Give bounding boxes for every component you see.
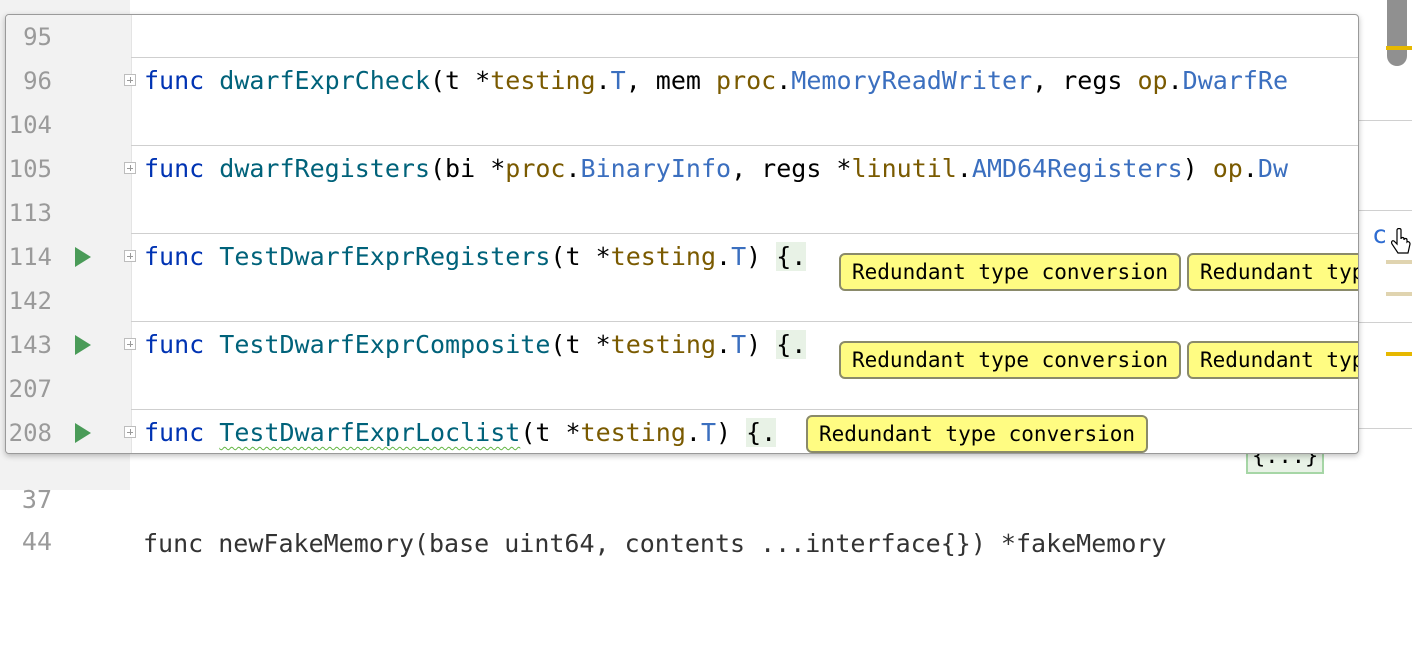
popup-row[interactable]: 95	[6, 15, 1358, 59]
line-number: 113	[8, 199, 52, 227]
row-divider	[131, 145, 1358, 146]
code-line[interactable]: func TestDwarfExprComposite(t *testing.T…	[144, 323, 807, 367]
inlay-hint[interactable]: Redundant typ	[1187, 253, 1358, 291]
popup-row[interactable]: 114 func TestDwarfExprRegisters(t *testi…	[6, 235, 1358, 291]
run-icon[interactable]	[75, 335, 91, 355]
fold-expand-icon[interactable]	[124, 250, 136, 262]
scrollbar-thumb[interactable]	[1387, 0, 1407, 66]
warning-marker[interactable]	[1386, 46, 1412, 50]
divider	[1358, 322, 1412, 323]
keyword: func	[144, 66, 205, 95]
run-icon[interactable]	[75, 247, 91, 267]
popup-row[interactable]: 105 func dwarfRegisters(bi *proc.BinaryI…	[6, 147, 1358, 191]
function-name[interactable]: TestDwarfExprLoclist	[219, 418, 521, 447]
function-name[interactable]: TestDwarfExprComposite	[219, 330, 551, 359]
popup-row[interactable]: 96 func dwarfExprCheck(t *testing.T, mem…	[6, 59, 1358, 103]
code-line[interactable]: func dwarfExprCheck(t *testing.T, mem pr…	[144, 59, 1288, 103]
warning-marker[interactable]	[1386, 292, 1412, 296]
warning-marker[interactable]	[1386, 352, 1412, 356]
fold-expand-icon[interactable]	[124, 74, 136, 86]
line-number: 44	[21, 527, 52, 556]
divider	[1358, 120, 1412, 121]
line-number: 143	[8, 331, 52, 359]
row-divider	[131, 321, 1358, 322]
code-line[interactable]: func TestDwarfExprRegisters(t *testing.T…	[144, 235, 807, 279]
popup-row[interactable]: 142	[6, 279, 1358, 323]
code-line[interactable]: func TestDwarfExprLoclist(t *testing.T) …	[144, 411, 777, 453]
warning-marker[interactable]	[1386, 260, 1412, 264]
function-params: (bi *proc.BinaryInfo, regs *linutil.AMD6…	[430, 154, 1289, 183]
line-number: 208	[8, 419, 52, 447]
popup-gutter	[6, 15, 132, 453]
fold-expand-icon[interactable]	[124, 426, 136, 438]
divider	[1358, 210, 1412, 211]
function-params: (t *testing.T, mem proc.MemoryReadWriter…	[430, 66, 1289, 95]
line-number: 96	[23, 67, 52, 95]
function-params: (t *testing.T) {.	[550, 242, 807, 271]
inlay-hint[interactable]: Redundant typ	[1187, 341, 1358, 379]
run-icon[interactable]	[75, 423, 91, 443]
popup-row[interactable]: 208 func TestDwarfExprLoclist(t *testing…	[6, 411, 1358, 453]
editor-line: 44	[0, 476, 1360, 556]
fold-expand-icon[interactable]	[124, 162, 136, 174]
line-number: 142	[8, 287, 52, 315]
keyword: func	[144, 154, 205, 183]
line-number: 207	[8, 375, 52, 403]
divider	[1358, 428, 1412, 429]
function-name[interactable]: TestDwarfExprRegisters	[219, 242, 551, 271]
function-name[interactable]: dwarfExprCheck	[219, 66, 430, 95]
keyword: func	[144, 330, 205, 359]
line-number: 105	[8, 155, 52, 183]
row-divider	[131, 409, 1358, 410]
row-divider	[131, 233, 1358, 234]
popup-row[interactable]: 113	[6, 191, 1358, 235]
code-fragment[interactable]: c	[1372, 220, 1388, 249]
row-divider	[131, 57, 1358, 58]
keyword: func	[144, 242, 205, 271]
function-name[interactable]: dwarfRegisters	[219, 154, 430, 183]
fold-expand-icon[interactable]	[124, 338, 136, 350]
code-line[interactable]: func dwarfRegisters(bi *proc.BinaryInfo,…	[144, 147, 1288, 191]
keyword: func	[144, 418, 205, 447]
line-number: 95	[23, 23, 52, 51]
popup-row[interactable]: 207	[6, 367, 1358, 411]
popup-row[interactable]: 143 func TestDwarfExprComposite(t *testi…	[6, 323, 1358, 379]
hand-cursor-icon	[1391, 228, 1411, 254]
line-number: 104	[8, 111, 52, 139]
inlay-hint[interactable]: Redundant type conversion	[806, 415, 1149, 453]
function-params: (t *testing.T) {.	[520, 418, 777, 447]
inlay-hint[interactable]: Redundant type conversion	[839, 341, 1182, 379]
line-number: 114	[8, 243, 52, 271]
inlay-hint[interactable]: Redundant type conversion	[839, 253, 1182, 291]
popup-row[interactable]: 104	[6, 103, 1358, 147]
code-text[interactable]: func newFakeMemory(base uint64, contents…	[143, 529, 1167, 558]
structure-popup[interactable]: 95 96 func dwarfExprCheck(t *testing.T, …	[5, 14, 1359, 454]
function-params: (t *testing.T) {.	[550, 330, 807, 359]
